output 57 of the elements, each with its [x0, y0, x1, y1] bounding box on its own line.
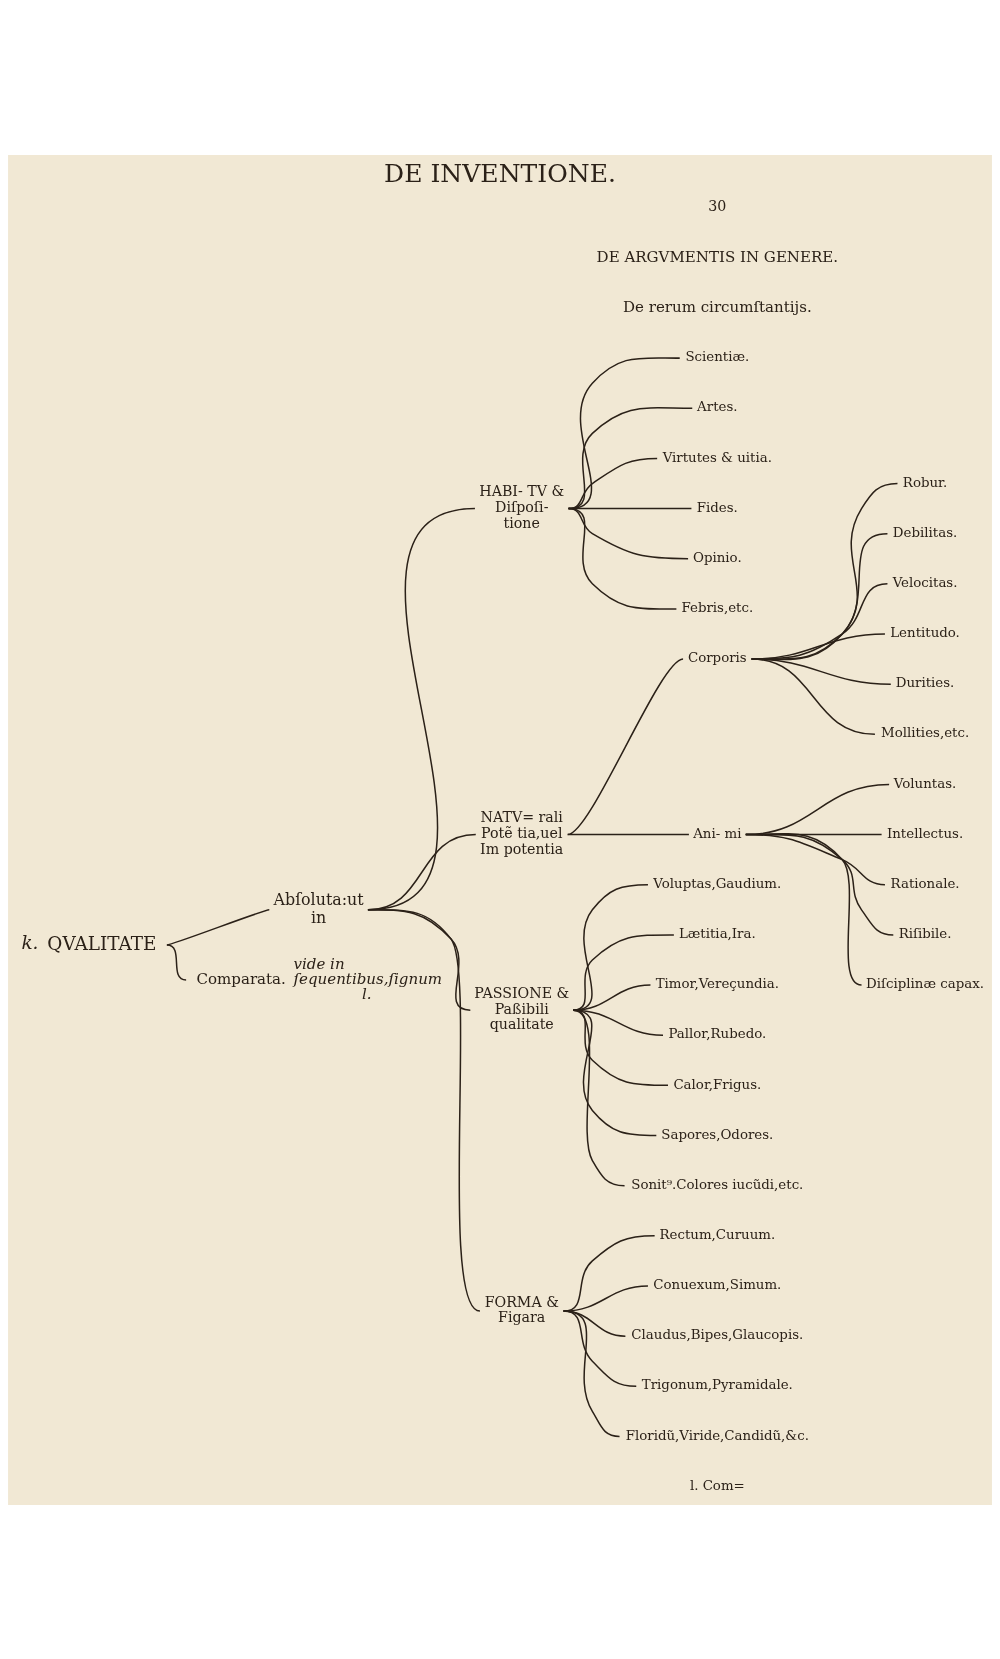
node-text: Velocitas.: [892, 574, 958, 590]
node-text: QVALITATE: [47, 932, 157, 954]
label: 30: [708, 197, 727, 214]
connector: [572, 1008, 664, 1036]
node-text: Lentitudo.: [890, 624, 960, 640]
node-text: Rationale.: [890, 875, 960, 891]
node-text: Robur.: [902, 474, 948, 490]
node-text: Claudus,Bipes,Glaucopis.: [631, 1326, 804, 1342]
node-text: Scientiæ.: [685, 348, 750, 364]
node-text: Lætitia,Ira.: [678, 925, 756, 941]
node-text: HABI- TV & Diſpoſi- tione: [479, 482, 565, 531]
connector: [566, 833, 690, 835]
node-text: Timor,Vereçundia.: [655, 975, 780, 991]
node-text: Durities.: [895, 674, 955, 690]
node-text: Riſibile.: [898, 925, 952, 941]
connector: [572, 1008, 658, 1136]
node-text: Comparata.: [196, 969, 286, 988]
node-text: Fides.: [696, 499, 738, 515]
node-text: FORMA & Figara: [484, 1293, 559, 1325]
diagram-title: DE INVENTIONE.: [384, 158, 616, 188]
node-text: Corporis: [687, 649, 747, 665]
connector: [572, 1008, 626, 1186]
connector: [750, 657, 876, 735]
node-label: k.: [21, 931, 39, 953]
node-label: vide in ſequentibus,ſignum l.: [293, 954, 443, 1003]
node-text: Opinio.: [692, 549, 742, 565]
node-text: Calor,Frigus.: [673, 1076, 762, 1092]
node-text: Artes.: [697, 398, 738, 414]
connector: [367, 908, 481, 1312]
label: De rerum circumſtantijs.: [622, 297, 812, 316]
node-text: Sapores,Odores.: [661, 1126, 774, 1142]
connector: [566, 657, 684, 835]
node-text: Intellectus.: [886, 825, 964, 841]
node-text: Conuexum,Simum.: [653, 1276, 782, 1292]
node-text: Voluntas.: [893, 775, 957, 791]
node-text: Trigonum,Pyramidale.: [641, 1376, 793, 1392]
node-text: Virtutes & uitia.: [662, 449, 772, 465]
node-text: Floridũ,Viride,Candidũ,&c.: [625, 1427, 810, 1443]
node-text: Febris,etc.: [681, 599, 754, 615]
node-text: NATV= rali Potẽ tia,uel Im potentia: [480, 808, 564, 857]
node-text: PASSIONE & Paßibili qualitate: [474, 984, 570, 1032]
node-text: Debilitas.: [892, 524, 958, 540]
node-text: Rectum,Curuum.: [659, 1226, 776, 1242]
connector: [572, 1008, 669, 1086]
node-text: Abſoluta:ut in: [273, 889, 364, 927]
label: l. Com=: [689, 1477, 745, 1493]
connector: [745, 832, 863, 986]
node-text: Sonit⁹.Colores iucũdi,etc.: [631, 1176, 804, 1192]
node-text: Diſciplinæ capax.: [866, 975, 985, 991]
connector: [562, 1309, 621, 1437]
node-text: Mollities,etc.: [880, 724, 970, 740]
label: DE ARGVMENTIS IN GENERE.: [596, 247, 839, 265]
node-text: Ani- mi: [693, 825, 742, 841]
node-text: Voluptas,Gaudium.: [653, 875, 782, 891]
connector: [166, 943, 187, 981]
connector: [567, 507, 678, 610]
node-text: Pallor,Rubedo.: [668, 1025, 767, 1041]
